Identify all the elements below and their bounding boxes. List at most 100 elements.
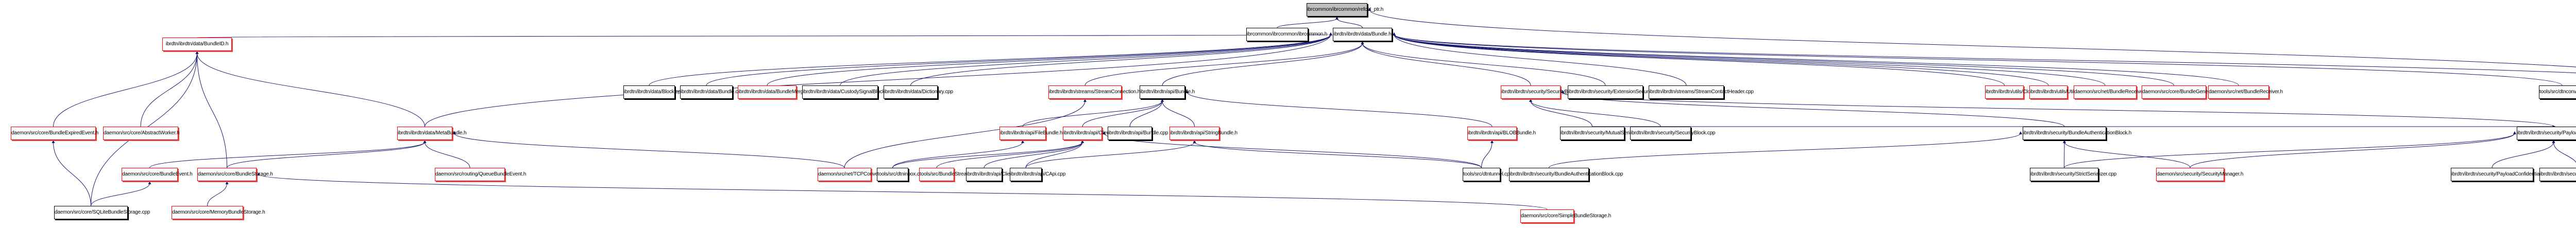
arrowhead-icon	[52, 140, 55, 143]
graph-node-pib-h[interactable]: ibrdtn/ibrdtn/security/PayloadIntegrityB…	[2517, 127, 2576, 140]
graph-node-bundleid[interactable]: ibrdtn/ibrdtn/data/BundleID.h	[162, 38, 232, 51]
edge-merger-to-bundle_h	[767, 34, 1331, 86]
arrowhead-icon	[2019, 131, 2022, 134]
graph-node-storage[interactable]: daemon/src/core/BundleStorage.h	[197, 168, 273, 181]
graph-node-pib-cpp[interactable]: ibrdtn/ibrdtn/security/PayloadIntegrityB…	[2539, 168, 2576, 181]
graph-node-dtntunnel[interactable]: tools/src/dtntunnel.cpp	[1463, 168, 1513, 181]
arrowhead-icon	[1081, 140, 1084, 143]
edge-dtntunnel-to-blobbundle	[1481, 142, 1493, 168]
graph-node-refcnt[interactable]: ibrcommon/ibrcommon/refcnt_ptr.h	[1307, 3, 1383, 16]
graph-node-genevent[interactable]: daemon/src/core/BundleGeneratedEvent.h	[2142, 85, 2236, 99]
edge-sqlite-to-bundleevent	[91, 183, 150, 206]
arrowhead-icon	[257, 172, 260, 176]
graph-node-api-bundle-cpp[interactable]: ibrdtn/ibrdtn/api/Bundle.cpp	[1108, 127, 1168, 140]
graph-node-secblock-cpp[interactable]: ibrdtn/ibrdtn/security/SecurityBlock.cpp	[1630, 127, 1715, 140]
graph-node-secblock-h[interactable]: ibrdtn/ibrdtn/security/SecurityBlock.h	[1501, 85, 1581, 99]
graph-node-pcb-cpp[interactable]: ibrdtn/ibrdtn/security/PayloadConfidenti…	[2451, 168, 2562, 181]
arrowhead-icon	[195, 51, 199, 54]
edge-block_cpp-to-bundle_h	[649, 34, 1331, 86]
graph-node-receiver[interactable]: daemon/src/net/BundleReceiver.h	[2208, 85, 2283, 99]
edge-worker-to-bundleid	[140, 52, 197, 127]
graph-node-dtnconvert[interactable]: tools/src/dtnconvert.cpp	[2539, 85, 2576, 99]
graph-node-bundle-cpp[interactable]: ibrdtn/ibrdtn/data/Bundle.cpp	[680, 85, 743, 99]
graph-node-recvevent[interactable]: daemon/src/net/BundleReceivedEvent.h	[2074, 85, 2162, 99]
graph-node-capi[interactable]: ibrdtn/ibrdtn/api/CApi.cpp	[1010, 168, 1065, 181]
graph-node-bundlestream[interactable]: tools/src/BundleStream.h	[919, 168, 975, 181]
arrowhead-icon	[2513, 131, 2516, 134]
edge-secblock_h-to-bundle_h	[1362, 43, 1531, 86]
graph-node-strict[interactable]: ibrdtn/ibrdtn/security/StrictSerializer.…	[2030, 168, 2116, 181]
arrowhead-icon	[1021, 140, 1024, 143]
graph-node-memstorage[interactable]: daemon/src/core/MemoryBundleStorage.h	[172, 206, 265, 219]
edge-capi-to-client_h	[1025, 142, 1083, 168]
graph-node-tcpcl[interactable]: daemon/src/net/TCPConvergenceLayer.h	[818, 168, 909, 181]
edge-blobbundle-to-api_bundle	[1187, 92, 1493, 127]
graph-node-utils[interactable]: ibrdtn/ibrdtn/utils/Utils.h	[2029, 85, 2081, 99]
graph-node-client-h[interactable]: ibrdtn/ibrdtn/api/Client.h	[1063, 127, 1115, 140]
edge-pib_cpp-to-pib_h	[2553, 142, 2576, 163]
arrowhead-icon	[1368, 8, 1371, 11]
edge-receiver-to-bundle_h	[1394, 34, 2239, 86]
edge-secmanager-to-bab_h	[2064, 142, 2191, 168]
edge-extsec-to-bundle_h	[1362, 43, 1606, 86]
edge-bundleid-to-bundle_h	[197, 34, 1331, 38]
graph-node-contacthdr[interactable]: ibrdtn/ibrdtn/streams/StreamContactHeade…	[1649, 85, 1754, 99]
graph-node-bab-cpp[interactable]: ibrdtn/ibrdtn/security/BundleAuthenticat…	[1509, 168, 1623, 181]
graph-node-block-cpp[interactable]: ibrdtn/ibrdtn/data/Block.cpp	[623, 85, 684, 99]
graph-node-simplestorage[interactable]: daemon/src/core/SimpleBundleStorage.h	[1520, 209, 1611, 223]
edge-strict-to-bab_h	[2064, 142, 2065, 168]
graph-node-bab-h[interactable]: ibrdtn/ibrdtn/security/BundleAuthenticat…	[2023, 127, 2131, 140]
graph-node-filebundle[interactable]: ibrdtn/ibrdtn/api/FileBundle.h	[999, 127, 1063, 140]
graph-node-mutual[interactable]: ibrdtn/ibrdtn/security/MutualSerializer.…	[1560, 127, 1650, 140]
arrowhead-icon	[1083, 99, 1087, 102]
edge-recvevent-to-bundle_h	[1394, 34, 2106, 86]
graph-node-custody[interactable]: ibrdtn/ibrdtn/data/CustodySignalBlock.cp…	[802, 85, 894, 99]
edge-dtntunnel-to-stringbundle	[1194, 142, 1482, 168]
graph-node-streamconn[interactable]: ibrdtn/ibrdtn/streams/StreamConnection.h	[1048, 85, 1140, 99]
edge-contacthdr-to-bundle_h	[1394, 34, 1687, 86]
graph-node-sqlite[interactable]: daemon/src/core/SQLiteBundleStorage.cpp	[54, 206, 150, 219]
graph-node-stringbundle[interactable]: ibrdtn/ibrdtn/api/StringBundle.h	[1170, 127, 1238, 140]
edge-streamconn-to-bundle_h	[1084, 43, 1363, 86]
edge-expired-to-bundleid	[53, 52, 197, 127]
arrowhead-icon	[1329, 32, 1332, 36]
graph-node-ibrcommon[interactable]: ibrcommon/ibrcommon/ibrcommon.h	[1246, 28, 1327, 41]
arrowhead-icon	[1193, 140, 1196, 143]
edge-client_h-to-api_bundle	[1082, 100, 1163, 127]
edge-storage-to-bundleid	[197, 52, 227, 168]
edge-api_bundle-to-bundle_h	[1162, 43, 1363, 86]
arrowhead-icon	[1393, 32, 1396, 36]
graph-node-worker[interactable]: daemon/src/core/AbstractWorker.h	[103, 127, 180, 140]
graph-node-bundle-h[interactable]: ibrdtn/ibrdtn/data/Bundle.h	[1333, 28, 1392, 41]
edge-metabundle-to-bundle_h	[425, 34, 1331, 127]
graph-node-queueevent[interactable]: daemon/src/routing/QueueBundleEvent.h	[435, 168, 526, 181]
arrowhead-icon	[148, 181, 151, 184]
edge-ibrcommon-to-refcnt	[1277, 18, 1337, 28]
edge-sqlite-to-expired	[53, 142, 91, 206]
graph-node-dict[interactable]: ibrdtn/ibrdtn/data/Dictionary.cpp	[884, 85, 953, 99]
edge-stringbundle-to-api_bundle	[1162, 100, 1195, 127]
graph-node-expired[interactable]: daemon/src/core/BundleExpiredEvent.h	[11, 127, 98, 140]
edge-dtninbox-to-filebundle	[892, 142, 1023, 168]
graph-node-client-cpp[interactable]: ibrdtn/ibrdtn/api/Client.cpp	[966, 168, 1024, 181]
graph-node-secmanager[interactable]: daemon/src/security/SecurityManager.h	[2156, 168, 2243, 181]
edge-memstorage-to-storage	[207, 183, 227, 206]
arrowhead-icon	[453, 131, 456, 134]
edge-mutual-to-secblock_h	[1530, 100, 1592, 127]
graph-node-dtninbox[interactable]: tools/src/dtninbox.cpp	[877, 168, 925, 181]
graph-node-api-bundle[interactable]: ibrdtn/ibrdtn/api/Bundle.h	[1140, 85, 1195, 99]
edge-dict-to-bundle_h	[910, 34, 1331, 86]
edge-tcpcl-to-streamconn	[844, 100, 1086, 168]
graph-node-extsec[interactable]: ibrdtn/ibrdtn/security/ExtensionSecurity…	[1568, 85, 1675, 99]
graph-node-blobbundle[interactable]: ibrdtn/ibrdtn/api/BLOBBundle.h	[1467, 127, 1536, 140]
arrowhead-icon	[1103, 131, 1106, 134]
arrowhead-icon	[2552, 140, 2555, 143]
arrowhead-icon	[1361, 41, 1364, 45]
graph-node-bundleevent[interactable]: daemon/src/core/BundleEvent.h	[122, 168, 193, 181]
graph-node-metabundle[interactable]: ibrdtn/ibrdtn/data/MetaBundle.h	[397, 127, 467, 140]
edge-metabundle-to-bundleid	[197, 52, 425, 127]
graph-node-clock[interactable]: ibrdtn/ibrdtn/utils/Clock.h	[1985, 85, 2039, 99]
edge-capi-to-stringbundle	[1025, 142, 1195, 168]
graph-node-merger[interactable]: ibrdtn/ibrdtn/data/BundleMerger.h	[738, 85, 811, 99]
